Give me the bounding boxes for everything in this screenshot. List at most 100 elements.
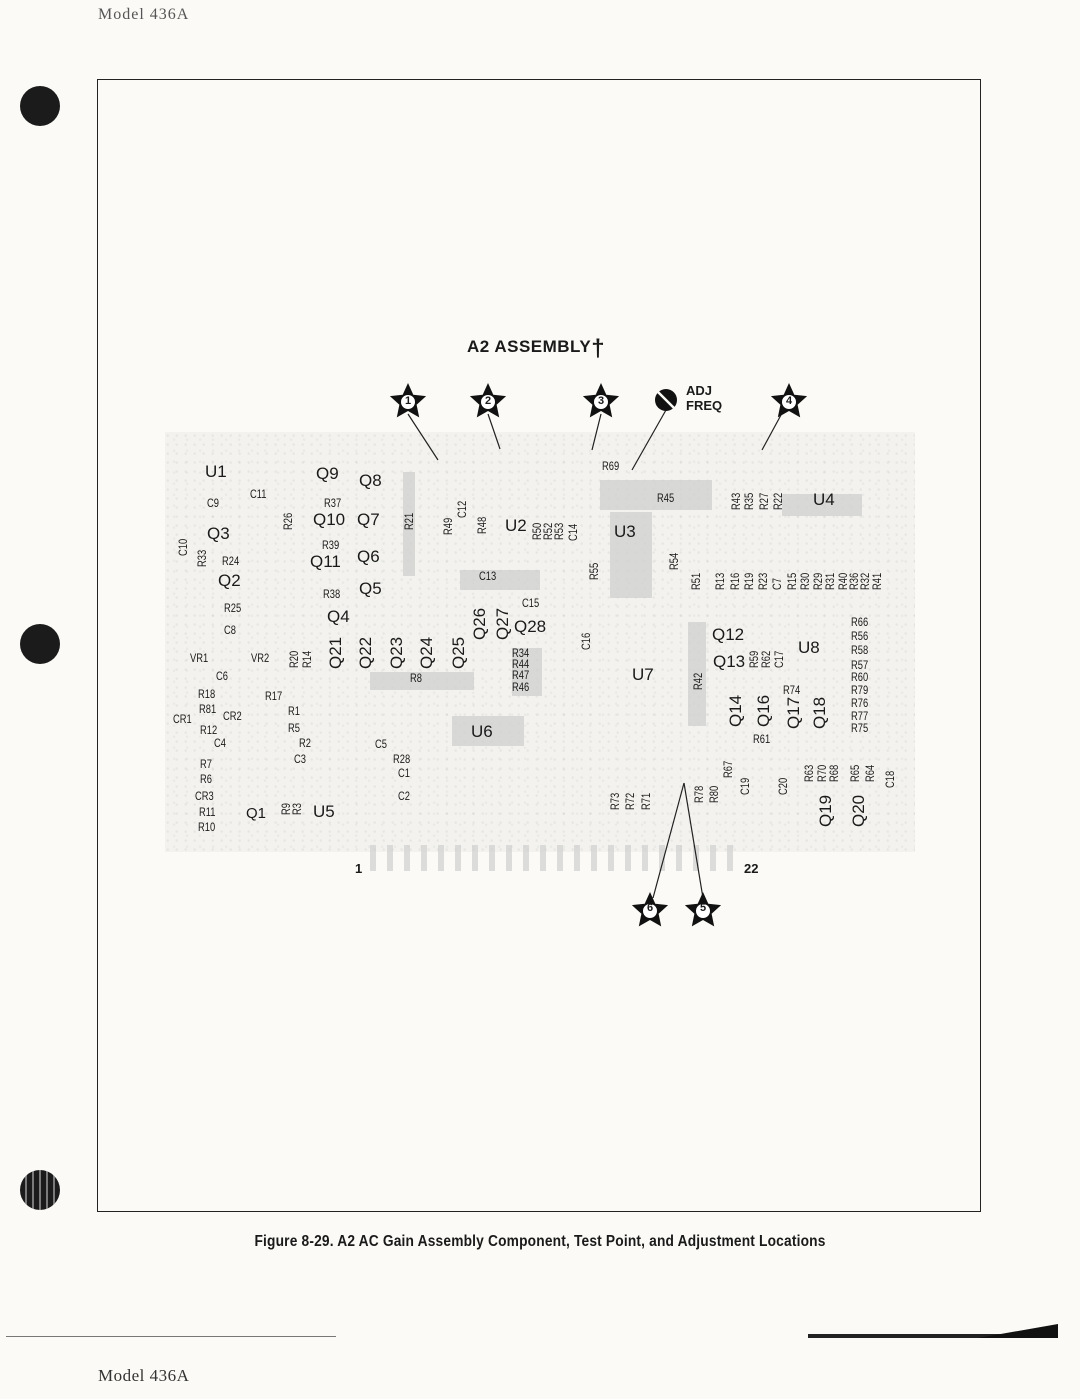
component-label-c4: C4 [214,736,226,750]
component-label-r37: R37 [324,496,342,510]
leader-line-tp5 [683,782,704,899]
test-point-circle [400,394,416,410]
assembly-title-text: A2 ASSEMBLY [467,337,592,356]
component-label-r67: R67 [721,760,735,778]
component-label-r60: R60 [851,670,869,684]
assembly-title: A2 ASSEMBLY† [467,331,605,362]
component-label-c6: C6 [216,669,228,683]
component-label-r69: R69 [602,459,620,473]
component-label-u1: U1 [205,462,227,481]
punch-hole [20,624,60,664]
page-footer-model: Model 436A [98,1366,190,1385]
component-body [460,570,540,590]
adjust-freq-label: ADJ FREQ [686,383,722,413]
component-label-r21: R21 [402,512,416,530]
component-label-u6: U6 [471,722,493,741]
page-header-model: Model 436A [98,6,190,23]
component-label-r79: R79 [851,683,869,697]
component-label-c10: C10 [176,538,190,556]
component-label-r65: R65 [848,764,862,782]
component-label-q14: Q14 [726,694,745,727]
component-label-q17: Q17 [784,696,803,729]
component-label-r51: R51 [689,572,703,590]
component-label-r34: R34 [512,646,530,660]
component-label-q21: Q21 [326,636,345,669]
component-label-c7: C7 [770,578,784,590]
component-label-q5: Q5 [359,579,382,598]
test-point-circle [695,903,711,919]
component-body [370,672,474,690]
component-label-q27: Q27 [493,607,512,640]
component-label-r7: R7 [200,757,212,771]
component-label-q25: Q25 [449,636,468,669]
component-label-r25: R25 [224,601,242,615]
component-body [610,512,652,598]
figure-caption: Figure 8-29. A2 AC Gain Assembly Compone… [254,1233,826,1250]
test-point-circle [593,394,609,410]
component-label-u2: U2 [505,516,527,535]
component-body [403,472,415,576]
component-label-r3: R3 [290,803,304,815]
component-label-r72: R72 [623,792,637,810]
component-label-r17: R17 [265,689,283,703]
component-label-r64: R64 [863,764,877,782]
leader-line-tp1 [407,413,439,461]
component-label-r27: R27 [757,492,771,510]
component-label-q26: Q26 [470,607,489,640]
component-label-r11: R11 [199,805,216,819]
test-point-circle [480,394,496,410]
component-label-q12: Q12 [712,625,745,644]
component-label-c12: C12 [455,500,469,518]
component-label-r74: R74 [783,683,801,697]
component-label-q1: Q1 [246,805,267,822]
component-label-r2: R2 [299,736,311,750]
component-label-c8: C8 [224,623,236,637]
component-label-r48: R48 [475,516,489,534]
component-label-c13: C13 [479,569,497,583]
component-label-r5: R5 [288,721,300,735]
component-label-r41: R41 [870,572,884,590]
component-label-c15: C15 [522,596,540,610]
component-label-q18: Q18 [810,696,829,729]
component-label-c1: C1 [398,766,410,780]
component-label-q2: Q2 [218,571,241,590]
component-label-q22: Q22 [356,636,375,669]
component-label-r14: R14 [300,650,314,668]
circuit-board [165,432,915,852]
component-label-u7: U7 [632,665,654,684]
component-label-q28: Q28 [514,617,547,636]
component-label-c19: C19 [738,777,752,795]
component-label-r46: R46 [512,680,530,694]
component-label-r53: R53 [552,522,566,540]
component-label-c2: C2 [398,789,410,803]
component-label-r30: R30 [798,572,812,590]
component-label-r49: R49 [441,517,455,535]
component-label-u3: U3 [614,522,636,541]
component-label-r68: R68 [827,764,841,782]
component-label-r13: R13 [713,572,727,590]
component-label-r28: R28 [393,752,411,766]
component-label-r16: R16 [728,572,742,590]
component-label-r57: R57 [851,658,869,672]
component-label-r20: R20 [287,650,301,668]
component-label-q8: Q8 [359,471,382,490]
connector-pin-last: 22 [744,861,759,876]
component-label-r39: R39 [322,538,340,552]
component-label-q13: Q13 [713,652,746,671]
test-point-circle [642,903,658,919]
component-label-r44: R44 [512,657,530,671]
leader-line-adj-freq [631,409,667,471]
component-label-r71: R71 [639,792,653,810]
test-point-3-number: 3 [597,395,605,407]
component-label-q3: Q3 [207,524,230,543]
component-label-c18: C18 [883,770,897,788]
component-label-r12: R12 [200,723,218,737]
component-label-u5: U5 [313,802,335,821]
component-label-r19: R19 [742,572,756,590]
component-label-c5: C5 [375,737,387,751]
component-label-r18: R18 [198,687,216,701]
component-label-r80: R80 [707,785,721,803]
component-label-q11: Q11 [310,552,341,571]
test-point-5-number: 5 [699,902,707,914]
test-point-2-number: 2 [484,395,492,407]
